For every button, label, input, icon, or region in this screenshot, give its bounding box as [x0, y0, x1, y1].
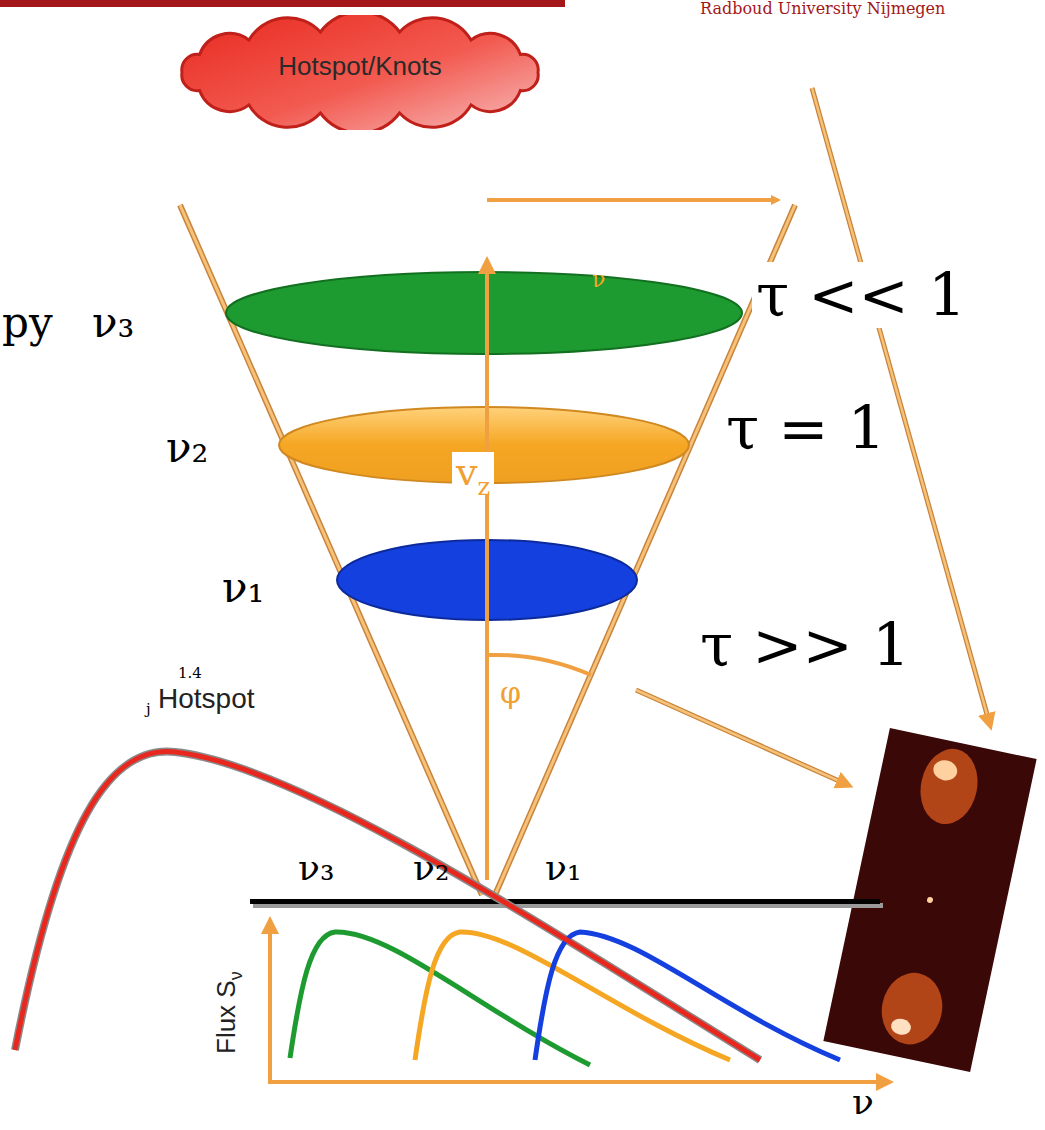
jet-axis — [485, 262, 489, 880]
subscript: ν — [226, 971, 246, 980]
frequency-label: ν₁ — [222, 563, 264, 612]
optical-depth: τ = 1 — [726, 393, 886, 463]
pointer-arrow — [636, 690, 848, 785]
curve-label: Hotspot — [158, 684, 255, 715]
velocity-label: ν — [592, 268, 605, 292]
cloud-node: Hotspot/Knots — [160, 15, 560, 130]
frequency-label: ν₁ — [222, 565, 264, 611]
spectrum-curve — [15, 752, 760, 1060]
flux-axis — [268, 922, 272, 1082]
frequency-label: ν₂ — [413, 848, 449, 888]
axis-title: ν — [852, 1082, 874, 1122]
velocity-label: ν — [592, 267, 605, 292]
spectrum-curve — [415, 932, 730, 1060]
velocity-label: vz — [452, 452, 494, 494]
hotspot-spot — [931, 758, 959, 783]
subscript: j — [146, 700, 151, 718]
frequency-label: ν₂ — [166, 423, 208, 472]
header-text: Radboud University Nijmegen — [700, 0, 945, 18]
axis-title: Flux S — [211, 980, 241, 1054]
exponent: 1.4 — [178, 664, 202, 682]
core-spot — [926, 896, 933, 903]
frequency-label: ν₃ — [92, 300, 134, 346]
angle-arc — [488, 655, 591, 675]
cut-text: py — [2, 300, 53, 346]
header-text: Radboud University Nijmegen — [700, 0, 945, 18]
velocity-label: v — [456, 450, 477, 494]
cut-text: py — [2, 298, 53, 347]
cloud-label: Hotspot/Knots — [278, 51, 441, 82]
hotspot-spot — [890, 1017, 913, 1037]
frequency-label: ν₃ — [298, 848, 334, 888]
optical-depth: τ = 1 — [722, 395, 890, 461]
optical-depth: τ << 1 — [752, 262, 970, 328]
optical-depth: τ >> 1 — [700, 612, 910, 678]
frequency-label: ν₃ — [92, 298, 134, 347]
frequency-label: ν₁ — [545, 848, 581, 888]
subscript: j — [146, 700, 151, 718]
angle-label: φ — [500, 675, 521, 710]
frequency-axis — [268, 1080, 888, 1084]
optical-depth: τ >> 1 — [700, 610, 910, 680]
subscript: z — [477, 473, 490, 501]
spectrum-bar — [250, 899, 880, 904]
exponent: 1.4 — [178, 664, 202, 682]
axis-title: Flux Sν — [212, 971, 241, 1054]
pointer-arrow — [636, 690, 848, 785]
header-bar — [0, 0, 565, 7]
frequency-label: ν₂ — [166, 425, 208, 471]
frequency-label: ν₁ — [545, 847, 581, 888]
emission-zone — [226, 272, 742, 354]
cloud-outline — [182, 15, 538, 130]
frequency-label: ν₂ — [413, 847, 449, 888]
frequency-label: ν₃ — [298, 847, 334, 888]
radio-lobe — [875, 967, 949, 1050]
optical-depth: τ << 1 — [756, 260, 966, 330]
expansion-arrow — [487, 198, 778, 202]
axis-title: ν — [852, 1081, 874, 1122]
curve-label: Hotspot — [158, 683, 255, 714]
angle-label: φ — [500, 676, 521, 709]
spectrum-curve — [15, 752, 760, 1060]
radio-lobe — [914, 743, 985, 829]
